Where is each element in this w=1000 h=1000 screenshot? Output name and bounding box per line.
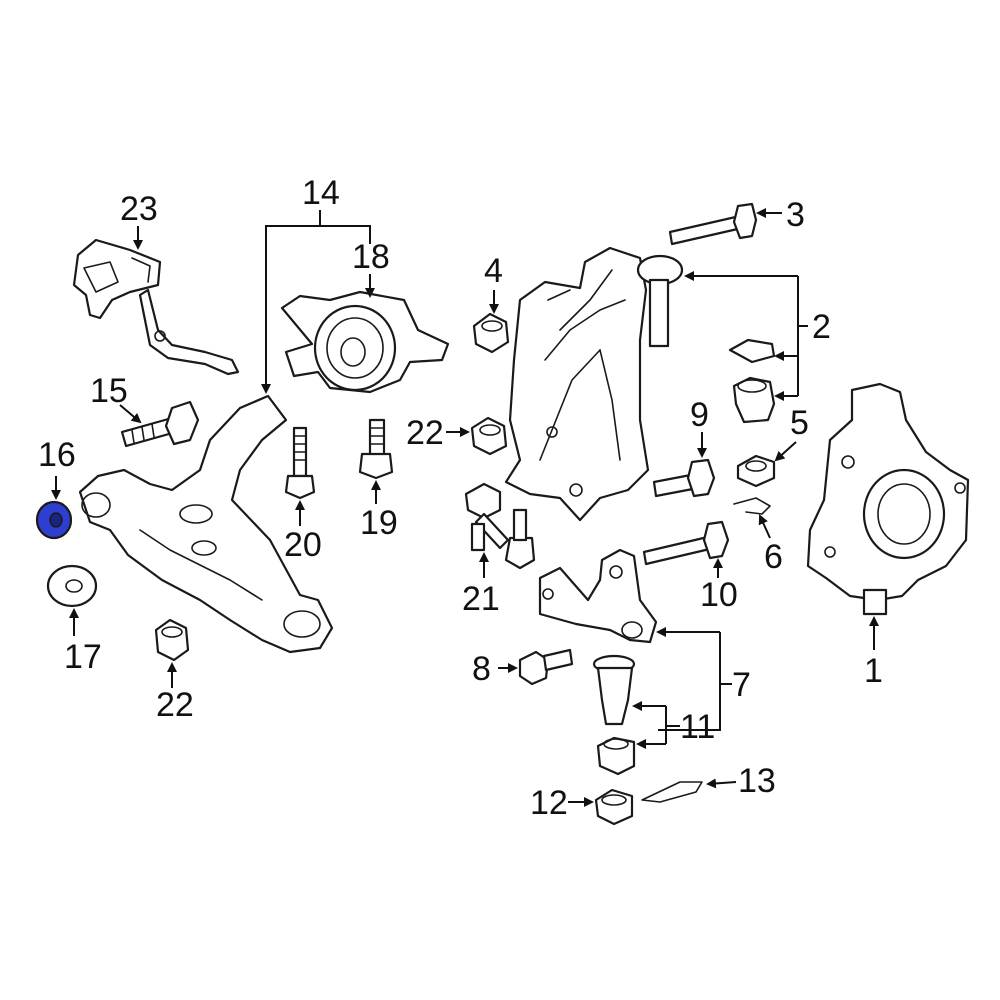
callout-22-middle: 22 <box>406 414 444 452</box>
callout-1: 1 <box>864 652 883 690</box>
callout-3: 3 <box>786 196 805 234</box>
part-11-bushing-set[interactable] <box>592 654 636 776</box>
callout-11: 11 <box>680 708 715 746</box>
part-22-flange-nut-middle[interactable] <box>470 416 508 456</box>
part-7-lower-bracket[interactable] <box>538 548 658 644</box>
callout-12: 12 <box>530 784 568 822</box>
part-16-washer-highlighted[interactable] <box>35 500 73 540</box>
callout-2: 2 <box>812 308 831 346</box>
callout-18: 18 <box>352 238 390 276</box>
part-6-cotter-pin[interactable] <box>733 497 771 515</box>
callout-15: 15 <box>90 372 128 410</box>
part-8-bolt[interactable] <box>518 648 574 686</box>
part-17-washer[interactable] <box>46 564 98 608</box>
callout-4: 4 <box>484 252 503 290</box>
part-20-stud-bolt[interactable] <box>284 426 316 500</box>
part-2-clip-and-bushing[interactable] <box>728 338 776 424</box>
callout-16: 16 <box>38 436 76 474</box>
leader-lines <box>51 208 879 807</box>
part-22-flange-nut-lower[interactable] <box>154 618 190 662</box>
callout-19: 19 <box>360 504 398 542</box>
part-1-steering-knuckle[interactable] <box>806 382 970 616</box>
part-23-height-sensor[interactable] <box>72 238 240 376</box>
callout-7: 7 <box>732 666 751 704</box>
part-13-cotter-pin[interactable] <box>641 781 703 803</box>
part-10-bolt[interactable] <box>642 520 730 566</box>
part-14-lower-control-arm[interactable] <box>78 394 334 654</box>
callout-22-lower: 22 <box>156 686 194 724</box>
callout-14: 14 <box>302 174 340 212</box>
part-19-stud-bolt[interactable] <box>358 418 394 480</box>
part-15-bolt[interactable] <box>120 400 200 448</box>
callout-17: 17 <box>64 638 102 676</box>
part-12-nut[interactable] <box>594 788 634 826</box>
part-18-bushing[interactable] <box>280 290 450 394</box>
part-2-steering-knuckle-upper[interactable] <box>504 246 684 522</box>
part-4-nut[interactable] <box>472 312 510 354</box>
part-5-nut[interactable] <box>736 454 776 488</box>
callout-8: 8 <box>472 650 491 688</box>
callout-20: 20 <box>284 526 322 564</box>
callout-10: 10 <box>700 576 738 614</box>
callout-6: 6 <box>764 538 783 576</box>
callout-23: 23 <box>120 190 158 228</box>
callout-13: 13 <box>738 762 776 800</box>
part-3-bolt[interactable] <box>668 202 758 246</box>
callout-5: 5 <box>790 404 809 442</box>
part-21-stabilizer-link[interactable] <box>464 482 536 570</box>
callout-21: 21 <box>462 580 500 618</box>
callout-labels: 23 15 16 17 22 14 18 20 19 4 22 21 3 2 9… <box>38 174 883 822</box>
part-9-bolt[interactable] <box>652 458 716 498</box>
callout-9: 9 <box>690 396 709 434</box>
